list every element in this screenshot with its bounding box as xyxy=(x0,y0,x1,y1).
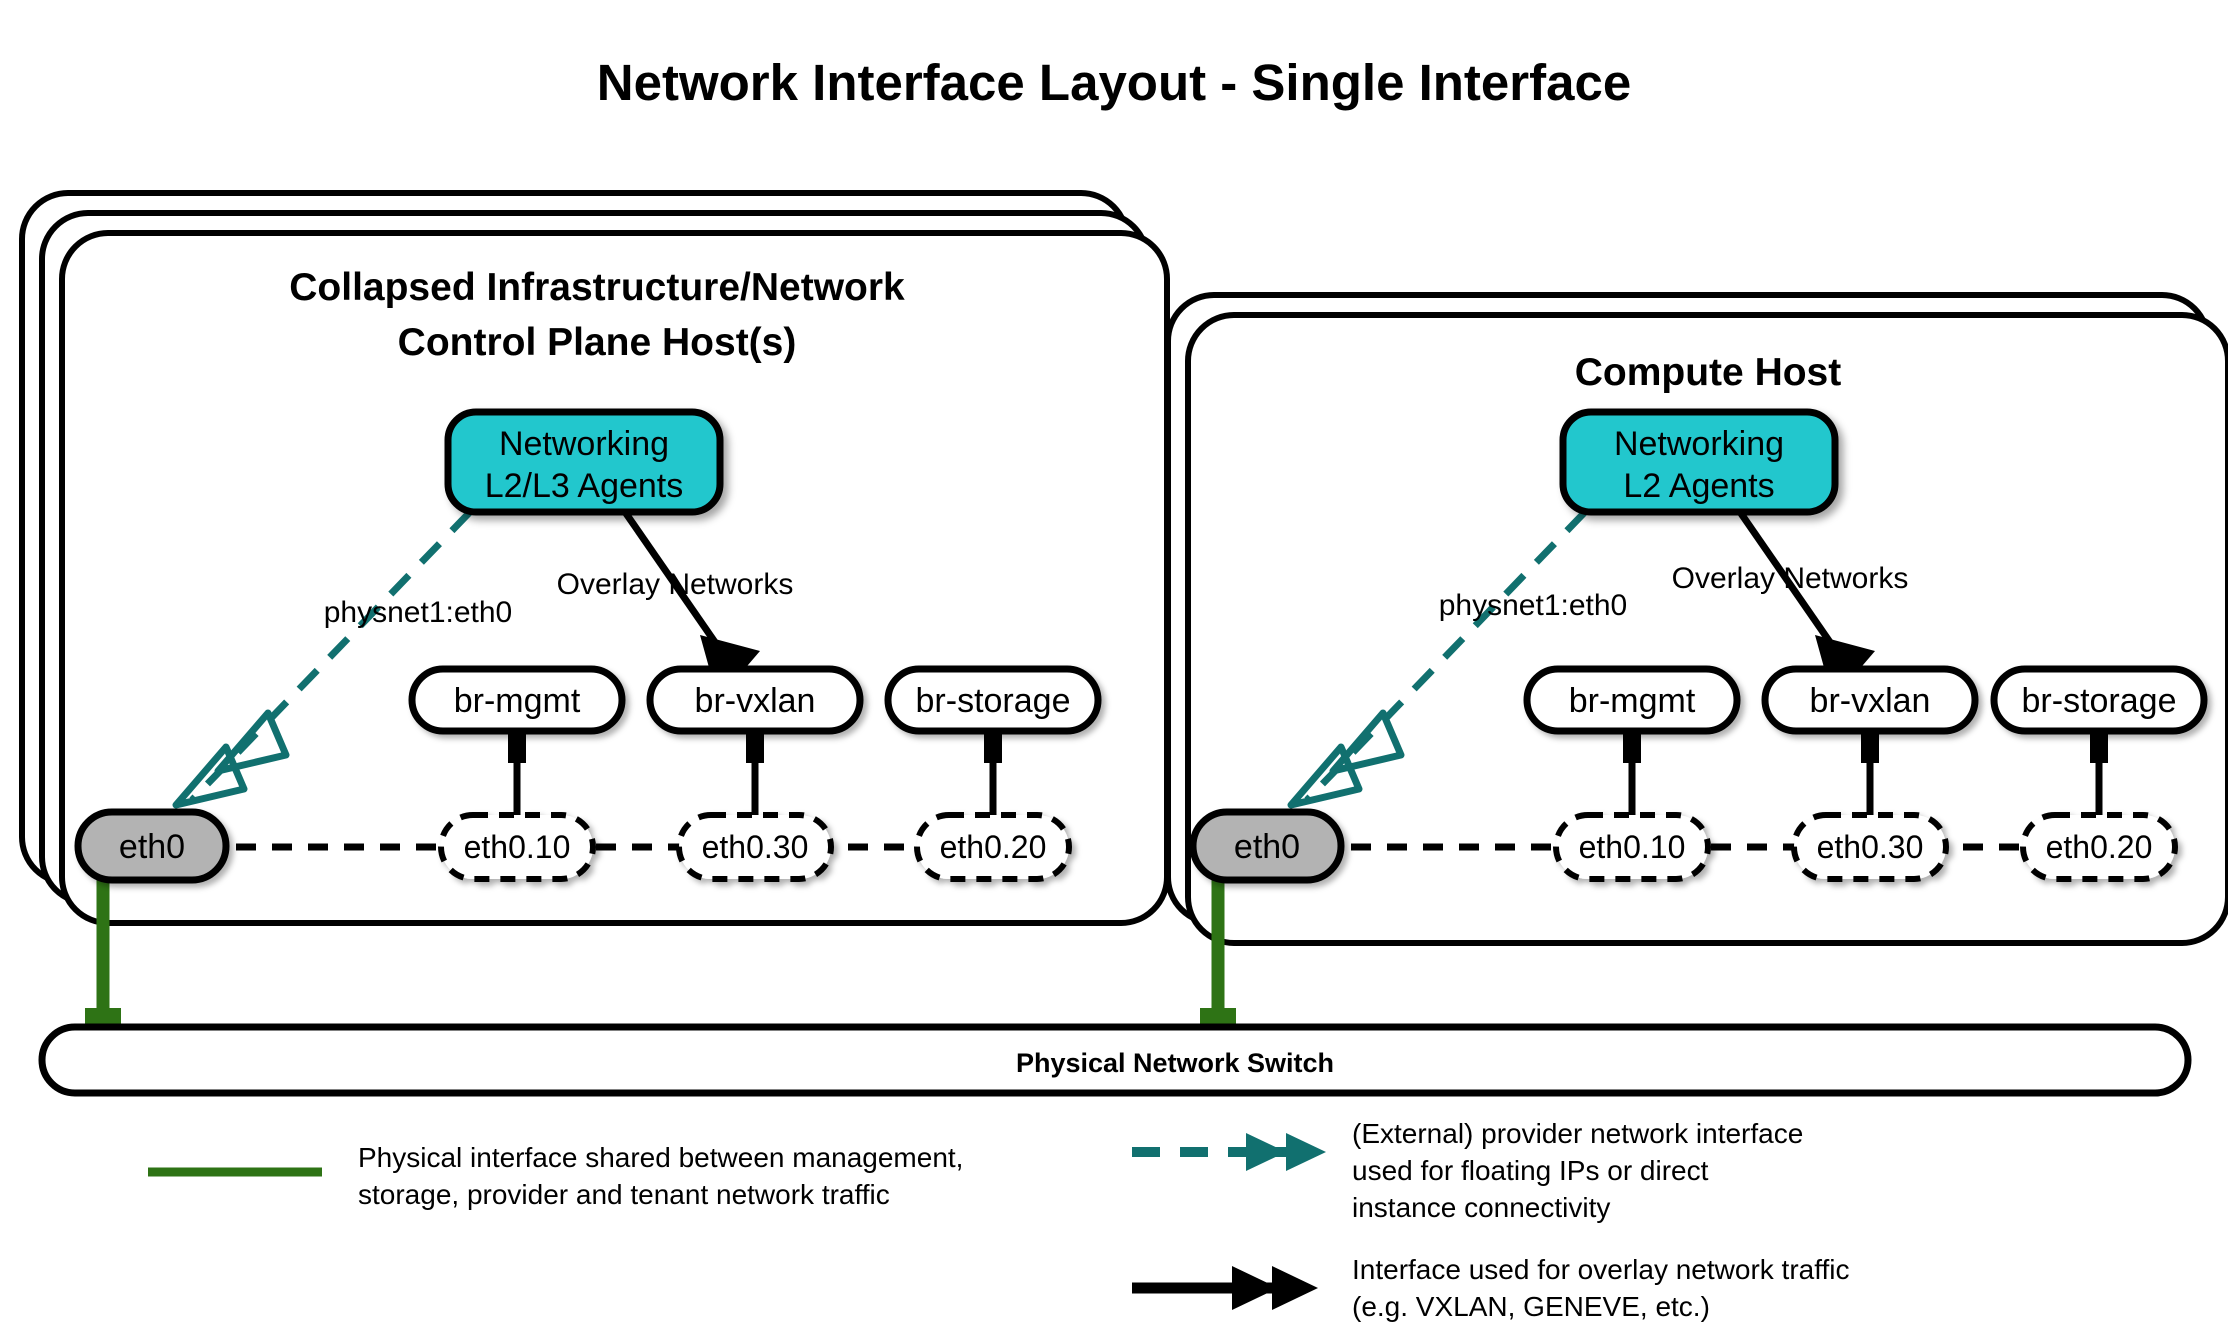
vlan-shape xyxy=(1791,812,1949,882)
bridge-label-br-vxlan-compute: br-vxlan xyxy=(1810,682,1931,720)
legend-provider-arrowhead-2 xyxy=(1286,1133,1326,1171)
vlan-node-eth0-10-control-plane[interactable] xyxy=(438,812,596,882)
legend-overlay-arrowhead-1 xyxy=(1232,1266,1278,1310)
vlan-node-eth0-10-compute[interactable] xyxy=(1553,812,1711,882)
provider-label-control-plane: physnet1:eth0 xyxy=(324,596,512,629)
agent-label-line2-control-plane: L2/L3 Agents xyxy=(485,467,684,505)
legend-item-overlay: Interface used for overlay network traff… xyxy=(1132,1254,1850,1322)
legend-item-provider: (External) provider network interface us… xyxy=(1132,1118,1803,1223)
physical-network-switch[interactable] xyxy=(38,1023,2192,1097)
vlan-node-eth0-20-control-plane[interactable] xyxy=(914,812,1072,882)
vlan-shape xyxy=(676,812,834,882)
vlan-shape xyxy=(2020,812,2178,882)
host-title-line1-control-plane: Collapsed Infrastructure/Network xyxy=(289,266,905,309)
vlan-label-eth0-30-compute: eth0.30 xyxy=(1817,829,1924,865)
bridge-node-br-mgmt-compute[interactable] xyxy=(1523,665,1741,735)
legend-provider-line-1: (External) provider network interface xyxy=(1352,1118,1803,1149)
provider-network-link-compute xyxy=(1287,509,1588,809)
bridge-shape xyxy=(408,665,626,735)
networking-agents-node-control-plane[interactable] xyxy=(444,408,724,516)
eth0-shape xyxy=(74,808,230,884)
host-card-front xyxy=(1185,312,2228,946)
bridge-shape xyxy=(1761,665,1979,735)
bridge-shape xyxy=(646,665,864,735)
vlan-shape xyxy=(1553,812,1711,882)
provider-network-link-control-plane xyxy=(172,509,473,809)
provider-label-compute: physnet1:eth0 xyxy=(1439,589,1627,622)
agent-label-line2-compute: L2 Agents xyxy=(1623,467,1774,505)
legend-overlay-line-2: (e.g. VXLAN, GENEVE, etc.) xyxy=(1352,1291,1710,1322)
bridge-shape xyxy=(1523,665,1741,735)
host-card-stack-control-plane xyxy=(19,190,1170,926)
bridge-shape xyxy=(884,665,1102,735)
bridge-shape xyxy=(1990,665,2208,735)
bridge-label-br-storage-compute: br-storage xyxy=(2022,682,2177,720)
host-title-line2-control-plane: Control Plane Host(s) xyxy=(398,321,797,364)
eth0-label-control-plane: eth0 xyxy=(119,828,185,866)
vlan-node-eth0-30-control-plane[interactable] xyxy=(676,812,834,882)
overlay-label-control-plane: Overlay Networks xyxy=(557,568,794,601)
vlan-shape xyxy=(438,812,596,882)
bridge-label-br-mgmt-compute: br-mgmt xyxy=(1569,682,1696,720)
physical-interface-node-eth0-compute[interactable] xyxy=(1189,808,1345,884)
legend-provider-line-2: used for floating IPs or direct xyxy=(1352,1155,1709,1186)
provider-arrowhead-outer xyxy=(214,709,290,775)
bridge-node-br-storage-control-plane[interactable] xyxy=(884,665,1102,735)
bridge-label-br-vxlan-control-plane: br-vxlan xyxy=(695,682,816,720)
legend-overlay-arrowhead-2 xyxy=(1272,1266,1318,1310)
vlan-node-eth0-20-compute[interactable] xyxy=(2020,812,2178,882)
legend-overlay-line-1: Interface used for overlay network traff… xyxy=(1352,1254,1850,1285)
bridge-label-br-storage-control-plane: br-storage xyxy=(916,682,1071,720)
vlan-label-eth0-20-control-plane: eth0.20 xyxy=(940,829,1047,865)
switch-label: Physical Network Switch xyxy=(1016,1048,1334,1078)
agent-label-line1-control-plane: Networking xyxy=(499,425,669,463)
switch-shape xyxy=(38,1023,2192,1097)
host-title-line1-compute: Compute Host xyxy=(1575,351,1842,394)
vlan-node-eth0-30-compute[interactable] xyxy=(1791,812,1949,882)
bridge-label-br-mgmt-control-plane: br-mgmt xyxy=(454,682,581,720)
agent-box-shape xyxy=(1559,408,1839,516)
bridge-node-br-vxlan-control-plane[interactable] xyxy=(646,665,864,735)
vlan-label-eth0-10-control-plane: eth0.10 xyxy=(464,829,571,865)
legend-provider-arrowhead-1 xyxy=(1246,1133,1286,1171)
overlay-label-compute: Overlay Networks xyxy=(1672,562,1909,595)
vlan-label-eth0-10-compute: eth0.10 xyxy=(1579,829,1686,865)
eth0-shape xyxy=(1189,808,1345,884)
page-title: Network Interface Layout - Single Interf… xyxy=(597,54,1631,111)
bridge-node-br-storage-compute[interactable] xyxy=(1990,665,2208,735)
physical-interface-node-eth0-control-plane[interactable] xyxy=(74,808,230,884)
vlan-shape xyxy=(914,812,1072,882)
provider-arrowhead-outer xyxy=(1329,709,1405,775)
vlan-label-eth0-20-compute: eth0.20 xyxy=(2046,829,2153,865)
bridge-node-br-vxlan-compute[interactable] xyxy=(1761,665,1979,735)
vlan-label-eth0-30-control-plane: eth0.30 xyxy=(702,829,809,865)
host-card-stack-compute xyxy=(1165,292,2228,946)
legend-physical-line-2: storage, provider and tenant network tra… xyxy=(358,1179,890,1210)
agent-label-line1-compute: Networking xyxy=(1614,425,1784,463)
eth0-label-compute: eth0 xyxy=(1234,828,1300,866)
legend-item-physical: Physical interface shared between manage… xyxy=(148,1142,963,1210)
legend-provider-line-3: instance connectivity xyxy=(1352,1192,1610,1223)
legend-physical-line-1: Physical interface shared between manage… xyxy=(358,1142,963,1173)
agent-box-shape xyxy=(444,408,724,516)
networking-agents-node-compute[interactable] xyxy=(1559,408,1839,516)
bridge-node-br-mgmt-control-plane[interactable] xyxy=(408,665,626,735)
